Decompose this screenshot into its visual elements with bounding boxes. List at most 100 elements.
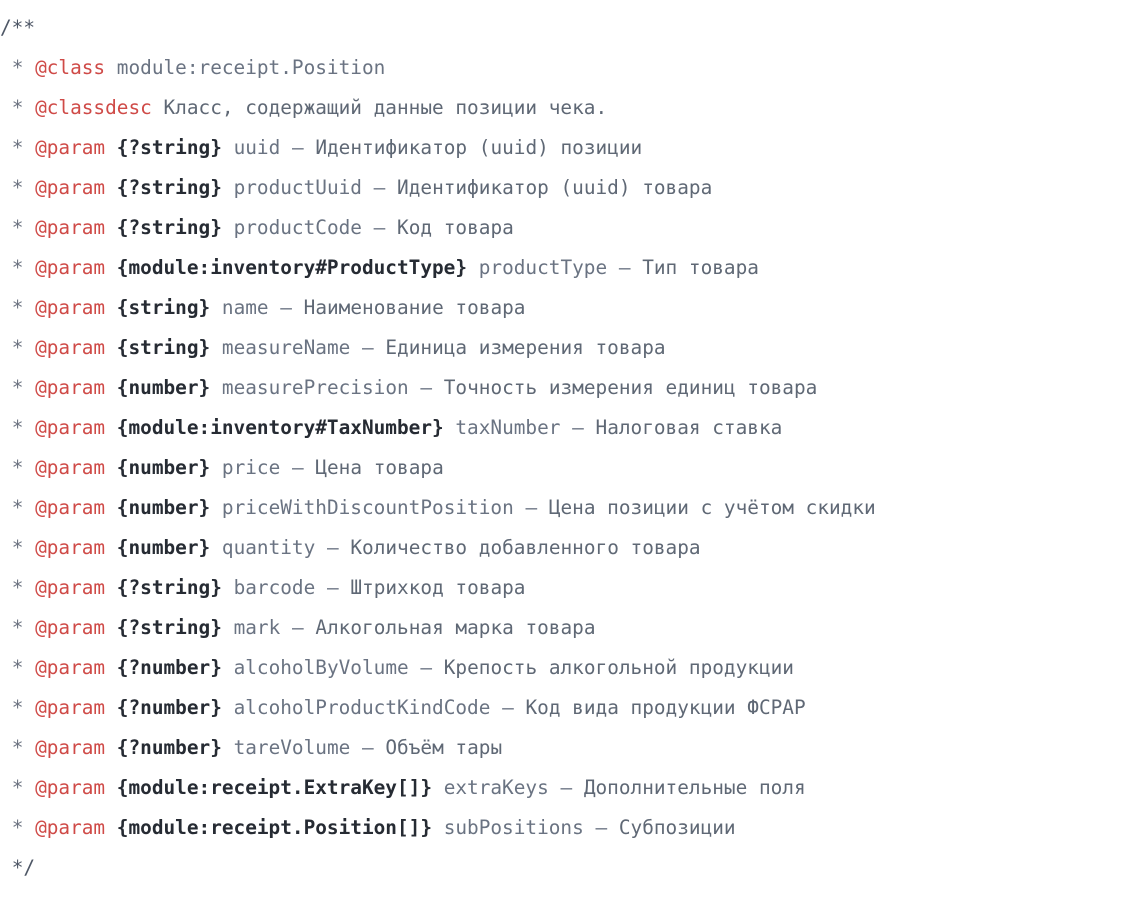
space <box>23 496 35 519</box>
space <box>362 176 374 199</box>
comment-asterisk: * <box>11 776 24 799</box>
jsdoc-tag-line: * @param {module:receipt.ExtraKey[]} ext… <box>0 768 1126 808</box>
jsdoc-param-name: priceWithDiscountPosition <box>221 496 514 519</box>
space <box>222 656 234 679</box>
comment-asterisk: * <box>11 456 24 479</box>
space <box>105 576 117 599</box>
jsdoc-tag: @param <box>35 576 106 599</box>
jsdoc-separator-dash: – <box>326 576 339 599</box>
jsdoc-separator-dash: – <box>373 176 386 199</box>
jsdoc-description: Штрихкод товара <box>350 576 526 599</box>
space <box>222 216 234 239</box>
jsdoc-param-name: productUuid <box>233 176 362 199</box>
space <box>549 776 561 799</box>
jsdoc-param-name: price <box>221 456 281 479</box>
space <box>385 176 397 199</box>
space <box>105 376 117 399</box>
space <box>269 296 281 319</box>
space <box>514 496 526 519</box>
space <box>105 696 117 719</box>
space <box>105 56 117 79</box>
comment-open-delimiter-line: /** <box>0 8 1126 48</box>
space <box>222 696 234 719</box>
space <box>490 696 502 719</box>
jsdoc-description: Дополнительные поля <box>583 776 806 799</box>
jsdoc-tag-line: * @param {module:inventory#TaxNumber} ta… <box>0 408 1126 448</box>
jsdoc-separator-dash: – <box>595 816 608 839</box>
space <box>584 816 596 839</box>
space <box>315 536 327 559</box>
space <box>339 576 351 599</box>
jsdoc-description: Идентификатор (uuid) товара <box>397 176 713 199</box>
jsdoc-tag-line: * @param {?string} productCode – Код тов… <box>0 208 1126 248</box>
jsdoc-type-annotation: {?string} <box>116 616 222 639</box>
comment-asterisk: * <box>11 696 24 719</box>
space <box>350 336 362 359</box>
line-indent <box>0 496 12 519</box>
jsdoc-separator-dash: – <box>560 776 573 799</box>
jsdoc-type-annotation: {module:inventory#TaxNumber} <box>116 416 444 439</box>
space <box>222 736 234 759</box>
space <box>23 736 35 759</box>
jsdoc-type-annotation: {string} <box>116 336 211 359</box>
jsdoc-description: Тип товара <box>642 256 759 279</box>
comment-asterisk: * <box>11 256 24 279</box>
jsdoc-param-name: measurePrecision <box>221 376 409 399</box>
jsdoc-tag: @param <box>35 376 106 399</box>
jsdoc-separator-dash: – <box>280 296 292 319</box>
line-indent <box>0 736 12 759</box>
jsdoc-param-name: quantity <box>221 536 316 559</box>
jsdoc-separator-dash: – <box>291 456 304 479</box>
space <box>105 336 117 359</box>
jsdoc-tag-line: * @param {number} priceWithDiscountPosit… <box>0 488 1126 528</box>
jsdoc-description: Крепость алкогольной продукции <box>443 656 794 679</box>
space <box>432 776 444 799</box>
space <box>432 656 444 679</box>
space <box>105 296 117 319</box>
jsdoc-param-name: extraKeys <box>443 776 549 799</box>
line-indent <box>0 856 12 879</box>
jsdoc-tag: @param <box>35 256 106 279</box>
jsdoc-tag: @param <box>35 696 106 719</box>
line-indent <box>0 56 12 79</box>
space <box>23 96 35 119</box>
space <box>105 816 117 839</box>
jsdoc-tag: @param <box>35 216 106 239</box>
line-indent <box>0 216 12 239</box>
space <box>23 336 35 359</box>
jsdoc-tag-line: * @param {?number} alcoholProductKindCod… <box>0 688 1126 728</box>
jsdoc-tag: @classdesc <box>35 96 152 119</box>
space <box>105 656 117 679</box>
space <box>584 416 596 439</box>
space <box>607 256 619 279</box>
jsdoc-separator-dash: – <box>420 376 433 399</box>
space <box>350 736 362 759</box>
jsdoc-separator-dash: – <box>291 136 304 159</box>
space <box>23 656 35 679</box>
comment-asterisk: * <box>11 96 24 119</box>
space <box>105 496 117 519</box>
space <box>432 376 444 399</box>
jsdoc-separator-dash: – <box>326 536 339 559</box>
comment-asterisk: * <box>11 656 24 679</box>
jsdoc-type-annotation: {?string} <box>116 136 222 159</box>
jsdoc-separator-dash: – <box>572 416 584 439</box>
jsdoc-tag-line: * @param {string} name – Наименование то… <box>0 288 1126 328</box>
jsdoc-tag-line: * @param {number} quantity – Количество … <box>0 528 1126 568</box>
jsdoc-param-name: name <box>221 296 269 319</box>
jsdoc-tag: @class <box>35 56 106 79</box>
space <box>304 456 316 479</box>
jsdoc-tag: @param <box>35 336 106 359</box>
space <box>23 56 35 79</box>
comment-asterisk: * <box>11 56 24 79</box>
jsdoc-description: Точность измерения единиц товара <box>443 376 818 399</box>
line-indent <box>0 456 12 479</box>
space <box>23 216 35 239</box>
space <box>23 696 35 719</box>
comment-asterisk: * <box>11 496 24 519</box>
space <box>385 216 397 239</box>
jsdoc-tag: @param <box>35 736 106 759</box>
space <box>631 256 643 279</box>
space <box>23 376 35 399</box>
comment-close-delimiter-line: */ <box>0 848 1126 888</box>
